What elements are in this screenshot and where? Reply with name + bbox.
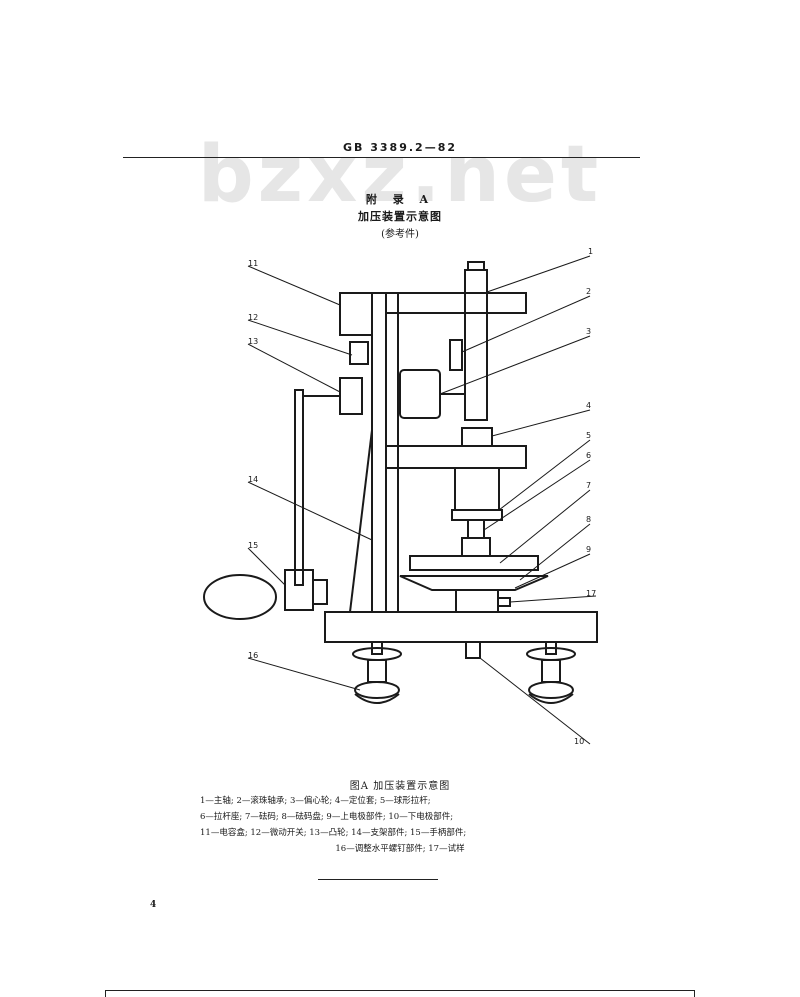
ball-bearing [449,339,463,371]
footnote-rule [318,879,438,880]
legend-line: 6—拉杆座; 7—砝码; 8—砝码盘; 9—上电极部件; 10—下电极部件; [200,812,454,822]
callout-7: 7 [586,481,591,490]
header-rule [123,157,640,158]
handle-hub [284,569,314,611]
callout-16: 16 [248,651,258,660]
page-number: 4 [150,900,157,910]
callout-6: 6 [586,451,591,460]
legend-line: 11—电容盒; 12—微动开关; 13—凸轮; 14—支架部件; 15—手柄部件… [200,828,467,838]
callout-2: 2 [586,287,591,296]
lower-electrode [465,641,481,659]
specimen [497,597,511,607]
callout-15: 15 [248,541,258,550]
upper-electrode [455,589,499,613]
watermark: bzxz.net [197,130,603,220]
locating-sleeve [461,427,493,447]
weight-tray [399,575,549,591]
base-plate [324,611,598,643]
appendix-title: 加压装置示意图 [358,210,442,223]
frame-column [371,292,387,613]
callout-17: 17 [586,589,596,598]
weight [409,555,539,571]
callout-1: 1 [588,247,593,256]
callout-9: 9 [586,545,591,554]
figure-caption: 图A 加压装置示意图 [349,781,451,792]
frame-column-inner [385,292,399,613]
handle-grip [203,574,277,620]
next-page-frame [105,990,695,997]
callout-3: 3 [586,327,591,336]
callout-14: 14 [248,475,258,484]
callout-12: 12 [248,313,258,322]
legend-line: 1—主轴; 2—滚珠轴承; 3—偏心轮; 4—定位套; 5—球形拉杆; [200,796,431,806]
callout-5: 5 [586,431,591,440]
callout-10: 10 [574,737,584,746]
ball-pull-rod [467,519,485,539]
callout-13: 13 [248,337,258,346]
capacitor-box [339,292,373,336]
callout-4: 4 [586,401,591,410]
appendix-subtitle: (参考件) [381,229,419,240]
shaft-cap [467,261,485,271]
callout-8: 8 [586,515,591,524]
crank-arm [294,389,304,586]
knurl-ring [451,509,503,521]
callout-11: 11 [248,259,258,268]
top-arm [385,292,527,314]
appendix-label: 附 录 A [365,193,435,206]
standard-number: GB 3389.2—82 [343,141,457,154]
middle-arm [385,445,527,469]
legend-line: 16—调整水平螺钉部件; 17—试样 [335,844,465,854]
eccentric-wheel [399,369,441,419]
micro-switch [349,341,369,365]
pull-rod-seat [454,467,500,511]
cam [339,377,363,415]
